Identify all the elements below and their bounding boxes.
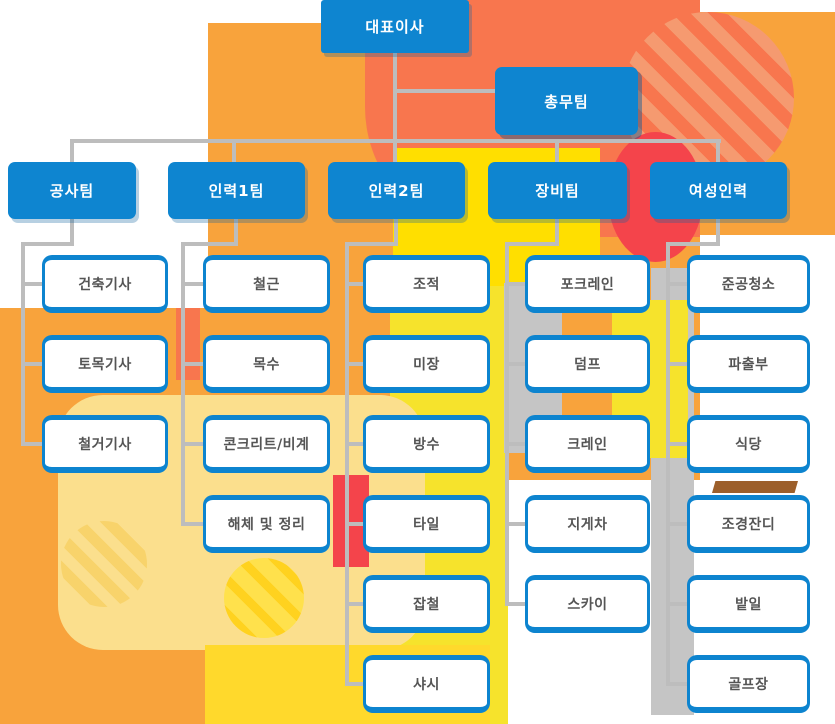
connector	[345, 282, 365, 286]
node-member-4-0: 준공청소	[687, 255, 810, 313]
node-team-manpower2: 인력2팀	[328, 162, 465, 219]
connector-team-stub	[393, 139, 397, 162]
connector-staff-horizontal	[395, 89, 495, 93]
connector	[181, 282, 205, 286]
node-member-3-2: 크레인	[525, 415, 650, 473]
connector	[345, 602, 365, 606]
connector	[21, 242, 25, 446]
node-member-2-2: 방수	[363, 415, 490, 473]
connector	[345, 522, 365, 526]
connector-root-vertical	[393, 53, 397, 143]
node-member-4-5: 골프장	[687, 655, 810, 713]
connector	[505, 362, 527, 366]
node-member-0-2: 철거기사	[42, 415, 168, 473]
connector	[505, 282, 527, 286]
connector	[666, 442, 689, 446]
connector	[666, 242, 670, 686]
connector-team-stub	[716, 139, 720, 162]
node-general-affairs-team: 총무팀	[495, 67, 638, 135]
node-member-3-0: 포크레인	[525, 255, 650, 313]
connector-team-stub	[232, 139, 236, 162]
node-member-1-3: 해체 및 정리	[203, 495, 330, 553]
connector	[716, 219, 720, 246]
connector	[21, 442, 44, 446]
connector	[666, 242, 720, 246]
bg-striped-circle	[61, 521, 147, 607]
connector	[181, 242, 185, 526]
node-member-4-2: 식당	[687, 415, 810, 473]
connector	[345, 242, 398, 246]
bg-brown-strip	[712, 481, 798, 493]
connector	[505, 242, 559, 246]
connector	[666, 362, 689, 366]
connector	[345, 442, 365, 446]
connector	[345, 242, 349, 686]
connector	[21, 362, 44, 366]
bg-tomato-strip	[176, 308, 200, 380]
node-team-construction: 공사팀	[8, 162, 136, 219]
connector	[505, 602, 527, 606]
connector	[181, 242, 238, 246]
node-member-3-1: 덤프	[525, 335, 650, 393]
bg-yellow-circle	[224, 558, 304, 638]
connector	[666, 682, 689, 686]
connector	[181, 362, 205, 366]
connector	[505, 242, 509, 606]
connector	[666, 522, 689, 526]
connector	[21, 282, 44, 286]
connector	[394, 219, 398, 246]
node-member-2-3: 타일	[363, 495, 490, 553]
connector	[505, 442, 527, 446]
node-team-equipment: 장비팀	[488, 162, 627, 219]
node-member-2-5: 샤시	[363, 655, 490, 713]
connector	[21, 242, 74, 246]
connector	[345, 362, 365, 366]
node-member-1-0: 철근	[203, 255, 330, 313]
node-member-2-1: 미장	[363, 335, 490, 393]
node-ceo: 대표이사	[321, 0, 469, 53]
connector	[234, 219, 238, 246]
connector	[666, 282, 689, 286]
connector	[666, 602, 689, 606]
connector	[70, 219, 74, 246]
connector	[345, 682, 365, 686]
node-member-1-1: 목수	[203, 335, 330, 393]
connector	[505, 522, 527, 526]
node-member-2-4: 잡철	[363, 575, 490, 633]
connector	[555, 219, 559, 246]
node-member-4-4: 밭일	[687, 575, 810, 633]
connector	[181, 442, 205, 446]
node-member-1-2: 콘크리트/비계	[203, 415, 330, 473]
node-member-4-1: 파출부	[687, 335, 810, 393]
connector	[181, 522, 205, 526]
node-member-4-3: 조경잔디	[687, 495, 810, 553]
node-member-0-0: 건축기사	[42, 255, 168, 313]
node-team-female-workforce: 여성인력	[650, 162, 787, 219]
connector-team-stub	[555, 139, 559, 162]
connector-team-stub	[70, 139, 74, 162]
node-member-3-3: 지게차	[525, 495, 650, 553]
node-team-manpower1: 인력1팀	[168, 162, 305, 219]
node-member-3-4: 스카이	[525, 575, 650, 633]
node-member-2-0: 조적	[363, 255, 490, 313]
node-member-0-1: 토목기사	[42, 335, 168, 393]
